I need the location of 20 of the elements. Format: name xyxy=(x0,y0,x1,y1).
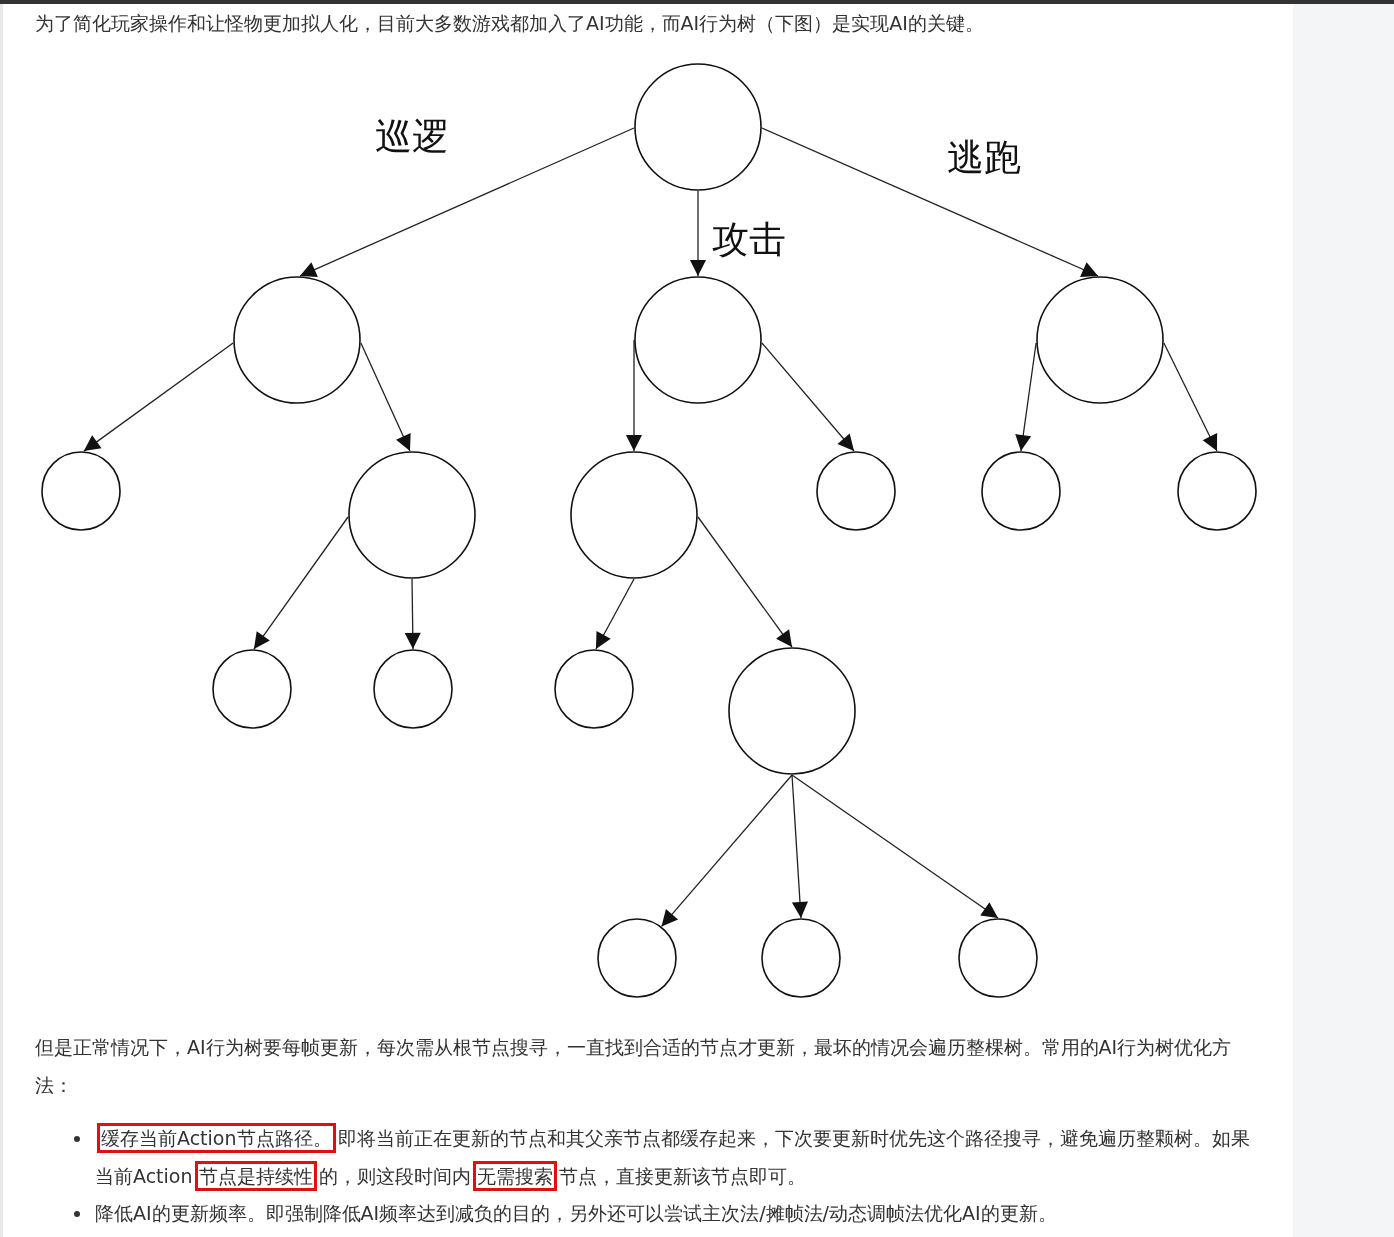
arrow xyxy=(253,516,349,650)
intro-text: 为了简化玩家操作和让怪物更加拟人化，目前大多数游戏都加入了AI功能，而AI行为树（下图）是实现AI的关键。 xyxy=(35,11,985,36)
body-text: 但是正常情况下，AI行为树要每帧更新，每次需从根节点搜寻，一直找到合适的节点才更新，最坏的情况会遍历整棵树。常用的AI行为树优化方法： xyxy=(35,1035,1233,1098)
arrow xyxy=(1163,342,1218,452)
arrow xyxy=(595,578,635,650)
bullet-item: 降低AI的更新频率。即强制降低AI频率达到减负的目的，另外还可以尝试主次法/摊帧法/动态调帧法优化AI的更新。 xyxy=(95,1201,1058,1226)
edge-label: 巡逻 xyxy=(375,114,449,160)
edge-label: 逃跑 xyxy=(947,135,1021,181)
arrow xyxy=(299,127,635,277)
arrow xyxy=(791,774,999,919)
arrow xyxy=(404,578,421,650)
arrow xyxy=(761,342,855,452)
edge-label: 攻击 xyxy=(712,217,786,263)
arrow xyxy=(83,342,234,452)
arrow xyxy=(761,127,1099,277)
arrow xyxy=(689,190,706,277)
arrow xyxy=(660,774,793,928)
arrow xyxy=(791,774,808,919)
arrow xyxy=(360,342,411,452)
arrow xyxy=(697,516,793,648)
